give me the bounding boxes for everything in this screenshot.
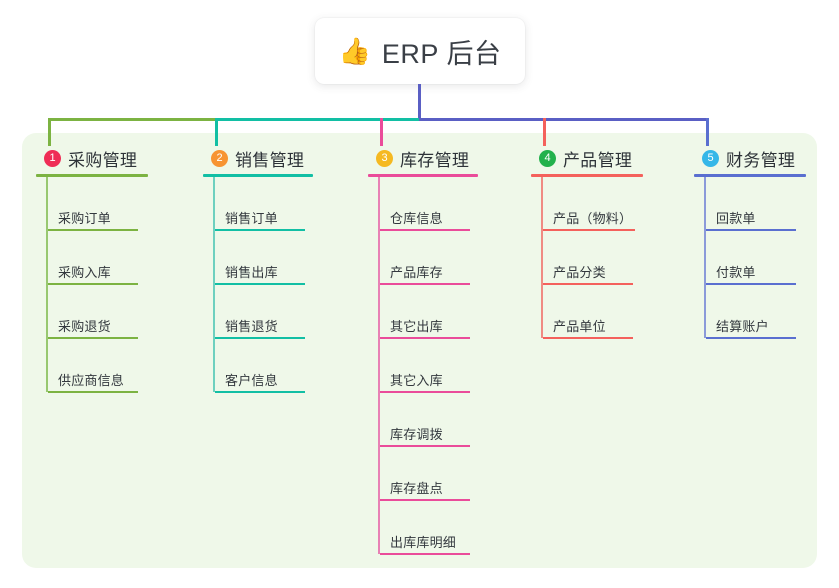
branch-item-rule xyxy=(380,337,470,339)
branch-item[interactable]: 采购订单 xyxy=(58,211,111,226)
branch-item[interactable]: 其它出库 xyxy=(390,319,443,334)
branch-item-rule xyxy=(543,283,633,285)
branch-header-rule xyxy=(368,174,478,177)
branch-spine xyxy=(378,177,380,554)
branch-item[interactable]: 结算账户 xyxy=(716,319,769,334)
connector-bar-left xyxy=(48,118,215,121)
branch-item[interactable]: 产品单位 xyxy=(553,319,606,334)
connector-drop-1 xyxy=(48,118,51,146)
branch-spine xyxy=(704,177,706,338)
branch-item-rule xyxy=(380,499,470,501)
connector-drop-5 xyxy=(706,118,709,146)
branch-item[interactable]: 产品库存 xyxy=(390,265,443,280)
branch-item-rule xyxy=(380,445,470,447)
branch-item-rule xyxy=(380,553,470,555)
branch-item-rule xyxy=(706,337,796,339)
branch-item[interactable]: 产品（物料） xyxy=(553,211,633,226)
branch-spine xyxy=(46,177,48,392)
branch-column-1: 1 采购管理采购订单采购入库采购退货供应商信息 xyxy=(36,146,148,393)
branch-number-badge: 5 xyxy=(702,149,719,167)
branch-item-rule xyxy=(215,337,305,339)
branch-title: 产品管理 xyxy=(563,150,633,170)
branch-number-badge: 3 xyxy=(376,149,393,167)
connector-bar-right xyxy=(419,118,709,121)
connector-drop-3 xyxy=(380,118,383,146)
connector-drop-2 xyxy=(215,118,218,146)
root-stem xyxy=(418,84,421,121)
branch-header-rule xyxy=(694,174,806,177)
branch-item[interactable]: 销售订单 xyxy=(225,211,278,226)
branch-title: 库存管理 xyxy=(400,150,470,170)
branch-header-1[interactable]: 1 采购管理 xyxy=(36,146,148,170)
branch-item-rule xyxy=(215,391,305,393)
branch-item[interactable]: 库存调拨 xyxy=(390,427,443,442)
branch-item[interactable]: 回款单 xyxy=(716,211,756,226)
branch-item[interactable]: 仓库信息 xyxy=(390,211,443,226)
branch-item[interactable]: 采购退货 xyxy=(58,319,111,334)
branch-item[interactable]: 销售退货 xyxy=(225,319,278,334)
branch-item-rule xyxy=(380,391,470,393)
branch-header-rule xyxy=(203,174,313,177)
branch-column-5: 5 财务管理回款单付款单结算账户 xyxy=(694,146,806,339)
branch-item[interactable]: 其它入库 xyxy=(390,373,443,388)
branch-number-badge: 4 xyxy=(539,149,556,167)
connector-bar-mid xyxy=(215,118,419,121)
branch-title: 财务管理 xyxy=(726,150,796,170)
branch-item[interactable]: 付款单 xyxy=(716,265,756,280)
thumbs-up-icon: 👍 xyxy=(338,36,371,66)
branch-header-3[interactable]: 3 库存管理 xyxy=(368,146,478,170)
branch-item[interactable]: 采购入库 xyxy=(58,265,111,280)
branch-item-rule xyxy=(215,229,305,231)
branch-item-rule xyxy=(48,229,138,231)
branch-item-rule xyxy=(48,391,138,393)
branch-item[interactable]: 供应商信息 xyxy=(58,373,125,388)
branch-item[interactable]: 销售出库 xyxy=(225,265,278,280)
branch-item-rule xyxy=(48,283,138,285)
branch-item[interactable]: 出库库明细 xyxy=(390,535,457,550)
branch-column-2: 2 销售管理销售订单销售出库销售退货客户信息 xyxy=(203,146,313,393)
branch-spine xyxy=(541,177,543,338)
branch-header-rule xyxy=(531,174,643,177)
branch-item-rule xyxy=(543,229,635,231)
root-node[interactable]: 👍 ERP 后台 xyxy=(315,18,525,84)
branch-header-4[interactable]: 4 产品管理 xyxy=(531,146,643,170)
branch-item-rule xyxy=(706,229,796,231)
root-title: ERP 后台 xyxy=(381,38,502,69)
diagram-background-panel xyxy=(22,133,817,568)
branch-item-rule xyxy=(380,229,470,231)
branch-item-rule xyxy=(543,337,633,339)
branch-item[interactable]: 库存盘点 xyxy=(390,481,443,496)
branch-header-5[interactable]: 5 财务管理 xyxy=(694,146,806,170)
branch-number-badge: 1 xyxy=(44,149,61,167)
branch-item-rule xyxy=(380,283,470,285)
branch-title: 采购管理 xyxy=(68,150,138,170)
branch-number-badge: 2 xyxy=(211,149,228,167)
branch-title: 销售管理 xyxy=(235,150,305,170)
branch-header-rule xyxy=(36,174,148,177)
branch-header-2[interactable]: 2 销售管理 xyxy=(203,146,313,170)
branch-column-3: 3 库存管理仓库信息产品库存其它出库其它入库库存调拨库存盘点出库库明细 xyxy=(368,146,478,555)
connector-drop-4 xyxy=(543,118,546,146)
branch-item[interactable]: 客户信息 xyxy=(225,373,278,388)
branch-column-4: 4 产品管理产品（物料） 产品分类产品单位 xyxy=(531,146,643,339)
branch-item-rule xyxy=(48,337,138,339)
branch-spine xyxy=(213,177,215,392)
branch-item-rule xyxy=(706,283,796,285)
branch-item[interactable]: 产品分类 xyxy=(553,265,606,280)
branch-item-rule xyxy=(215,283,305,285)
